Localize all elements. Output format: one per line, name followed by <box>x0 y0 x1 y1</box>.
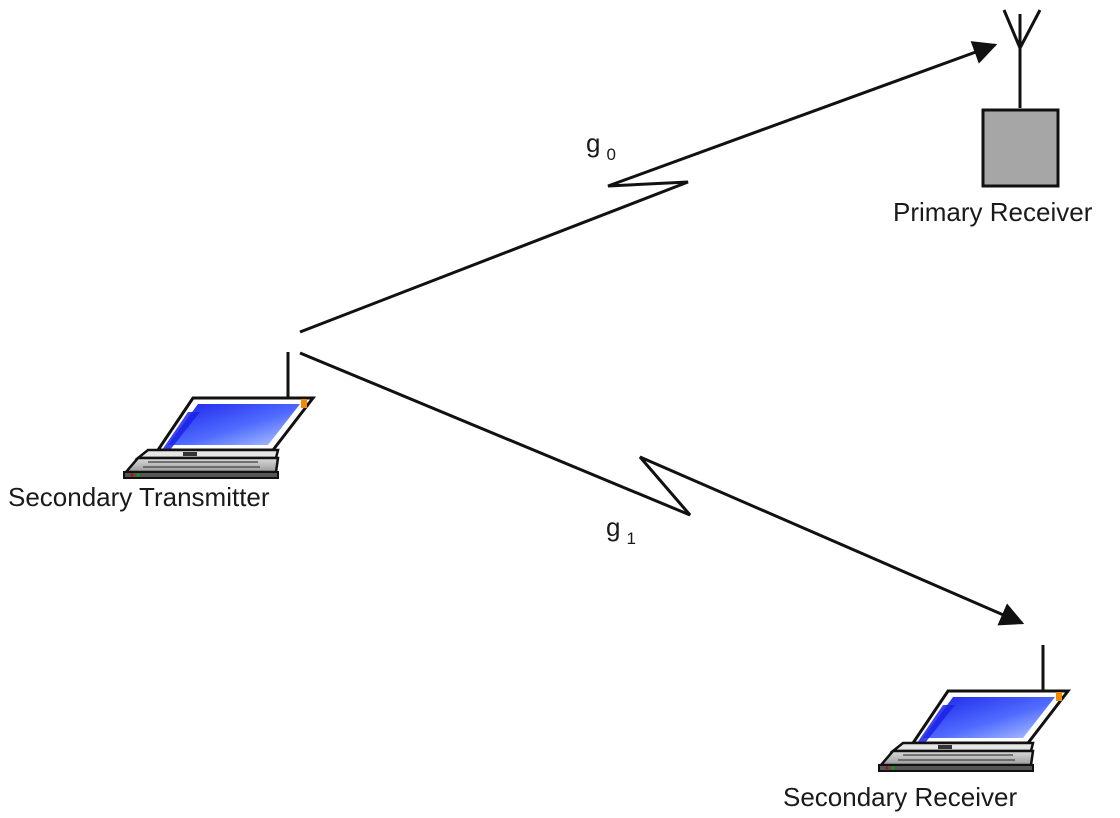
secondary-transmitter-label: Secondary Transmitter <box>8 482 270 512</box>
gain-g1-symbol: g <box>606 512 621 542</box>
gain-g0-subscript: 0 <box>606 145 616 164</box>
link-g1-line <box>299 351 1025 626</box>
secondary-receiver-laptop-icon <box>877 643 1070 773</box>
primary-receiver-label: Primary Receiver <box>893 197 1093 227</box>
primary-receiver-base-station-icon <box>981 9 1060 188</box>
gain-g0-symbol: g <box>586 128 601 158</box>
secondary-transmitter-laptop-icon <box>122 350 315 480</box>
secondary-receiver-label: Secondary Receiver <box>783 782 1018 812</box>
gain-g1-subscript: 1 <box>626 529 636 548</box>
link-g0-line <box>299 41 998 334</box>
